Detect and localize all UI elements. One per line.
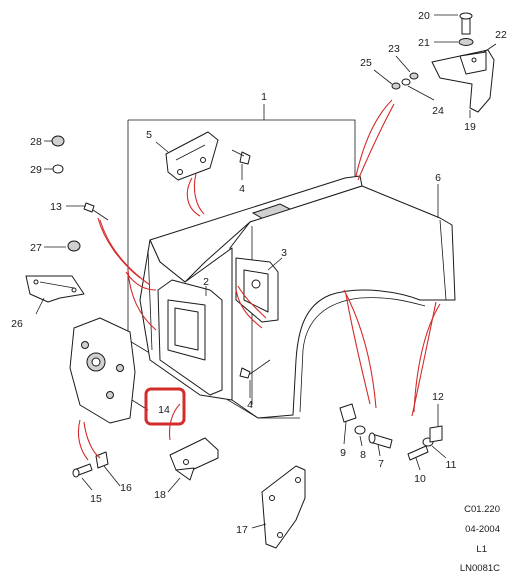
callout-29: 29 xyxy=(30,164,42,176)
reference-code: C01.220 xyxy=(464,504,500,515)
callout-1: 1 xyxy=(261,91,267,103)
callout-4-upper: 4 xyxy=(239,183,245,195)
callout-labels: 1 2 3 4 4 5 6 7 8 9 10 11 12 13 14 15 16… xyxy=(11,10,507,536)
callout-16: 16 xyxy=(120,482,132,494)
leader-lines xyxy=(35,14,497,529)
callout-17: 17 xyxy=(236,524,248,536)
callout-22: 22 xyxy=(495,29,507,41)
callout-15: 15 xyxy=(90,493,102,505)
callout-11: 11 xyxy=(446,459,457,471)
reference-date: 04-2004 xyxy=(465,524,500,535)
reference-id: LN0081C xyxy=(460,563,500,574)
callout-25: 25 xyxy=(360,57,372,69)
callout-24: 24 xyxy=(432,105,444,117)
part-5-bracket xyxy=(165,131,219,181)
callout-18: 18 xyxy=(154,489,166,501)
callout-9: 9 xyxy=(340,447,346,459)
callout-21: 21 xyxy=(418,37,430,49)
callout-23: 23 xyxy=(388,43,400,55)
reference-block: C01.220 04-2004 L1 LN0081C xyxy=(460,504,500,574)
callout-13: 13 xyxy=(50,201,62,213)
part-17-bracket xyxy=(261,465,306,549)
callout-19: 19 xyxy=(464,121,476,133)
callout-20: 20 xyxy=(418,10,430,22)
fasteners xyxy=(51,135,443,478)
wing-outer-panel xyxy=(229,185,456,419)
wing-assembly xyxy=(127,119,456,419)
part-14-plate xyxy=(69,317,136,424)
callout-3: 3 xyxy=(281,247,287,259)
callout-6: 6 xyxy=(435,172,441,184)
callout-26: 26 xyxy=(11,318,23,330)
callout-5: 5 xyxy=(146,129,152,141)
callout-27: 27 xyxy=(30,242,42,254)
part-18-bracket xyxy=(169,437,219,481)
hinge-bracket-group xyxy=(391,12,495,113)
part-26-bracket xyxy=(25,275,85,303)
highlight-box xyxy=(144,387,186,426)
callout-8: 8 xyxy=(360,449,366,461)
sealer-lines xyxy=(77,99,441,461)
callout-10: 10 xyxy=(414,473,426,485)
callout-4-lower: 4 xyxy=(247,399,253,411)
callout-7: 7 xyxy=(378,458,384,470)
callout-2: 2 xyxy=(203,276,209,288)
callout-28: 28 xyxy=(30,136,42,148)
callout-12: 12 xyxy=(432,391,444,403)
callout-14: 14 xyxy=(158,404,170,416)
reference-level: L1 xyxy=(476,544,487,555)
